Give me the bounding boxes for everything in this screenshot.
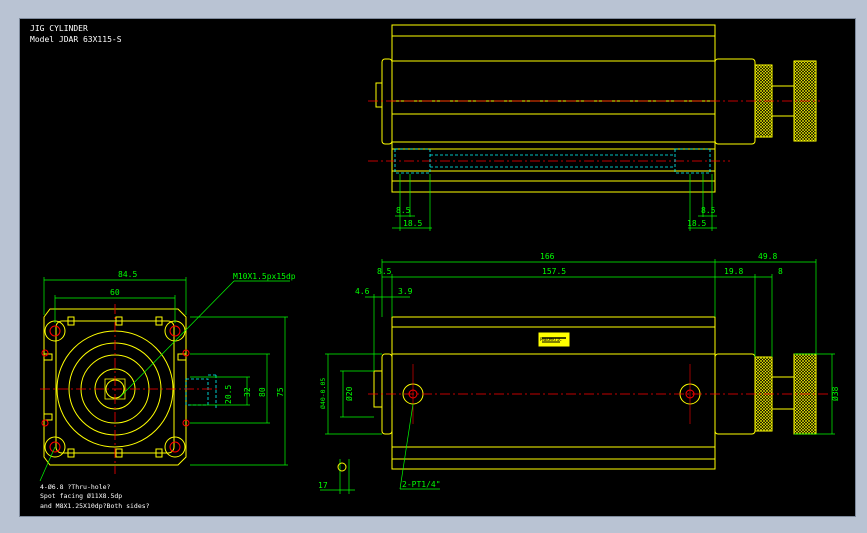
dim-19-8: 19.8: [724, 267, 743, 276]
front-view-dims: 84.5 60 M10X1.5px15dp 20.5 32 80 75 4-Ø6…: [40, 270, 296, 510]
dim-height-80: 80: [258, 387, 267, 397]
nameplate-label: PNEUMATIC: [540, 337, 562, 342]
dim-17: 17: [318, 481, 328, 490]
dim-dia-20: Ø20: [344, 386, 354, 401]
side-view: [320, 259, 835, 494]
dim-height-32: 32: [243, 387, 252, 397]
dim-top-18-5-left: 18.5: [403, 219, 422, 228]
front-view: [39, 277, 290, 482]
dim-height-20-5: 20.5: [224, 385, 233, 404]
thread-callout: M10X1.5px15dp: [233, 272, 296, 281]
top-view-dims: 8.5 18.5 8.5 18.5: [396, 206, 716, 228]
dim-8: 8: [778, 267, 783, 276]
dim-rod-end-49-8: 49.8: [758, 252, 777, 261]
dim-width-84-5: 84.5: [118, 270, 137, 279]
side-view-dims: 166 49.8 8.5 157.5 19.8 8 4.6 3.9 Ø40-0.…: [318, 252, 840, 490]
front-view-body: [43, 308, 187, 466]
dim-top-8-5-left: 8.5: [396, 206, 411, 215]
dim-dia-40: Ø40-0.05: [319, 378, 327, 409]
model-label: Model JDAR 63X115-S: [30, 35, 122, 44]
dim-3-9: 3.9: [398, 287, 413, 296]
note-hole: 4-Ø6.8 ?Thru-hole?: [40, 483, 111, 491]
cad-drawing: JIG CYLINDER Model JDAR 63X115-S: [30, 24, 840, 510]
dim-4-6: 4.6: [355, 287, 370, 296]
dim-top-18-5-right: 18.5: [687, 219, 706, 228]
top-view: [368, 24, 820, 231]
dim-height-75: 75: [276, 387, 285, 397]
dim-dia-38: Ø38: [830, 386, 840, 401]
drawing-title: JIG CYLINDER: [30, 24, 88, 33]
dim-body-157-5: 157.5: [542, 267, 566, 276]
dim-bolt-pitch-60: 60: [110, 288, 120, 297]
dim-overall-166: 166: [540, 252, 555, 261]
port-label: 2-PT1/4": [402, 480, 441, 489]
cad-drawing-canvas: JIG CYLINDER Model JDAR 63X115-S: [19, 18, 856, 517]
dim-top-8-5-right: 8.5: [701, 206, 716, 215]
note-spot-facing: Spot facing Ø11X8.5dp: [40, 492, 122, 500]
title-block: JIG CYLINDER Model JDAR 63X115-S: [30, 24, 122, 44]
dim-8-5: 8.5: [377, 267, 392, 276]
note-thread: and M8X1.25X10dp?Both sides?: [40, 502, 150, 510]
